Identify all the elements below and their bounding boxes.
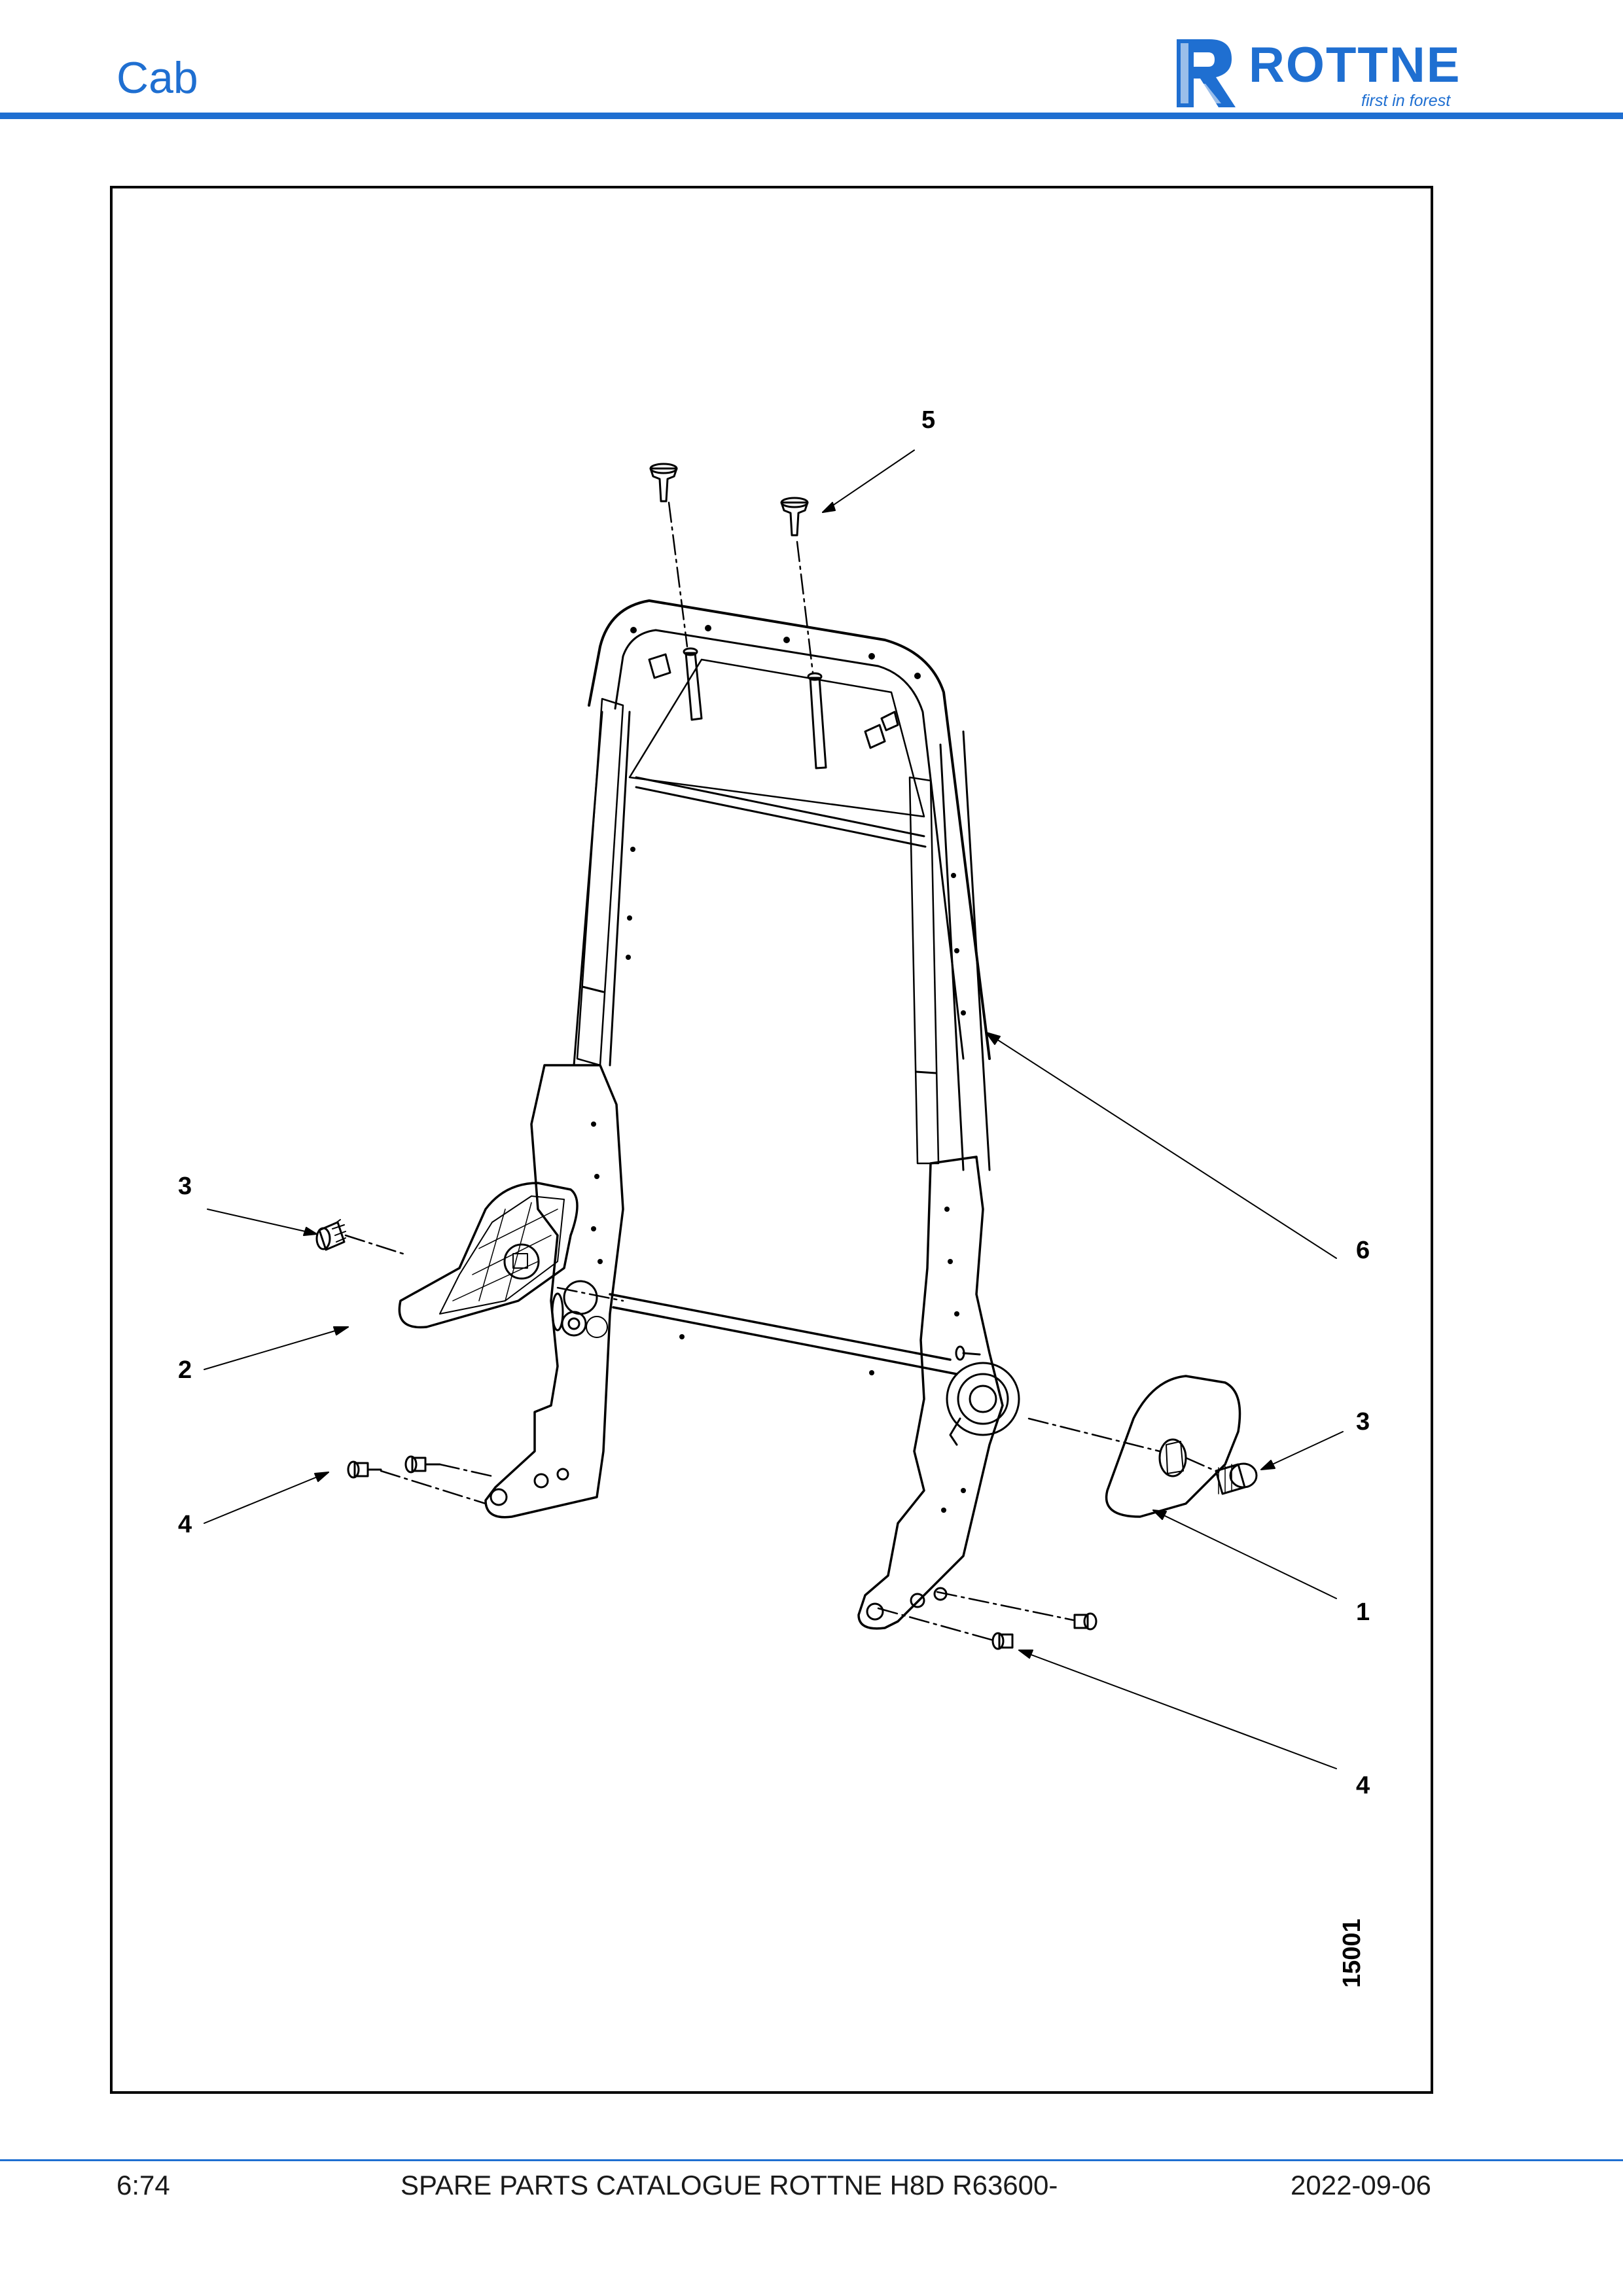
logo-mark-icon [1177, 39, 1236, 107]
item-1-right-cover [1105, 1375, 1241, 1518]
section-title: Cab [116, 53, 198, 103]
callout-4-left: 4 [178, 1511, 192, 1538]
callout-leaders [204, 450, 1344, 1769]
backrest-frame [573, 599, 991, 1171]
catalogue-title: SPARE PARTS CATALOGUE ROTTNE H8D R63600- [401, 2170, 1058, 2200]
callout-4-right: 4 [1356, 1772, 1370, 1799]
logo-tagline: first in forest [1361, 92, 1451, 110]
page-header: Cab ROTTNE first in forest [0, 0, 1623, 121]
rottne-logo: ROTTNE first in forest [1171, 34, 1512, 111]
drawing-number: 15001 [1338, 1918, 1366, 1988]
callout-3-left: 3 [178, 1173, 192, 1200]
item-5-plugs [649, 463, 809, 537]
seat-back-frame-drawing: 5 6 3 2 4 3 1 4 15001 [178, 406, 1370, 1988]
item-4-screws-left [347, 1455, 493, 1505]
header-divider [0, 113, 1623, 119]
footer-divider [0, 2159, 1623, 2161]
item-3-knob-left [315, 1219, 624, 1302]
left-side-bracket [484, 1064, 624, 1519]
callout-1: 1 [1356, 1598, 1370, 1626]
callout-5: 5 [921, 406, 935, 434]
item-3-knob-right [1027, 1417, 1258, 1495]
tube-inserts [668, 501, 827, 769]
item-4-screws-right [877, 1591, 1097, 1650]
page-number: 6:74 [116, 2170, 170, 2200]
publication-date: 2022-09-06 [1291, 2170, 1431, 2200]
right-side-bracket [857, 1156, 1020, 1630]
callout-2: 2 [178, 1356, 192, 1384]
item-2-left-cover [398, 1182, 579, 1329]
callout-3-right: 3 [1356, 1408, 1370, 1436]
logo-wordmark: ROTTNE [1249, 37, 1461, 93]
callout-6: 6 [1356, 1237, 1370, 1264]
lower-cross-tube [609, 1293, 952, 1361]
exploded-view-figure: 5 6 3 2 4 3 1 4 15001 [110, 186, 1433, 2094]
